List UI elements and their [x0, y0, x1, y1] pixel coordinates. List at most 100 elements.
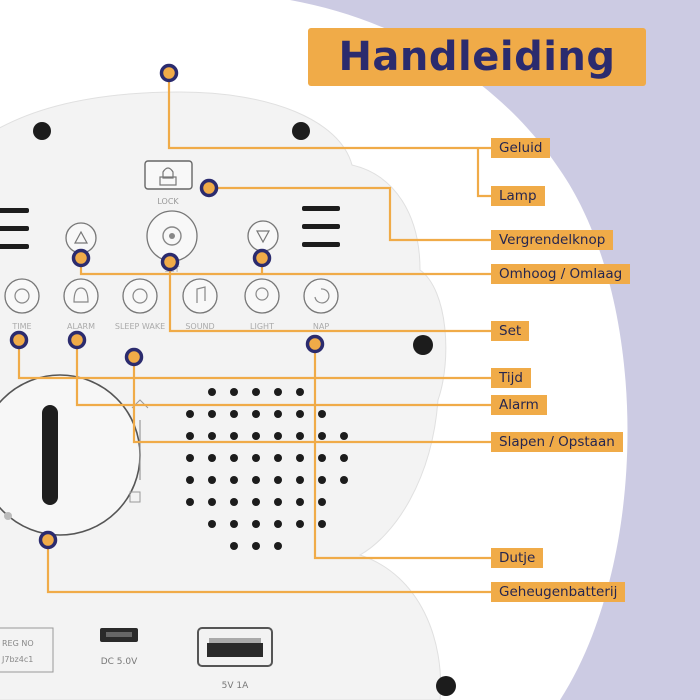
speaker-hole: [318, 498, 326, 506]
time-label: TIME: [11, 322, 31, 331]
speaker-hole: [230, 498, 238, 506]
leader-geheugenbatterij: [46, 540, 491, 594]
up-arrow-icon: [73, 230, 89, 244]
marker-geheugenbatterij: [38, 530, 58, 550]
vent-lines-left: [0, 208, 29, 249]
speaker-hole: [208, 454, 216, 462]
speaker-hole: [296, 520, 304, 528]
down-button[interactable]: [247, 220, 279, 252]
speaker-hole: [252, 542, 260, 550]
speaker-hole: [274, 432, 282, 440]
leader-alarm: [75, 340, 491, 407]
screw-hole: [292, 122, 310, 140]
sound-button[interactable]: [182, 278, 218, 314]
speaker-hole: [252, 476, 260, 484]
screw-holes: [33, 122, 456, 696]
title-banner: Handleiding: [308, 28, 646, 86]
port-area: [100, 627, 273, 667]
speaker-hole: [208, 476, 216, 484]
label-vergrendelknop: Vergrendelknop: [491, 230, 614, 250]
speaker-hole: [274, 454, 282, 462]
marker-omlaag: [252, 248, 272, 268]
alarm-button[interactable]: [63, 278, 99, 314]
speaker-hole: [318, 520, 326, 528]
up-button[interactable]: [65, 222, 97, 254]
model-line-2: J7bz4c1: [1, 655, 33, 664]
battery-compartment: [0, 374, 149, 536]
gear-icon: [162, 226, 182, 246]
speaker-hole: [230, 388, 238, 396]
speaker-hole: [208, 410, 216, 418]
bell-icon: [73, 287, 89, 303]
speaker-hole: [186, 476, 194, 484]
leader-tijd: [17, 340, 491, 380]
speaker-hole: [230, 432, 238, 440]
marker-tijd: [9, 330, 29, 350]
speaker-hole: [296, 410, 304, 418]
speaker-hole: [296, 476, 304, 484]
screw-hole: [33, 122, 51, 140]
speaker-hole: [186, 432, 194, 440]
marker-slapen-opstaan: [124, 347, 144, 367]
speaker-hole: [252, 432, 260, 440]
speaker-hole: [274, 476, 282, 484]
speaker-hole: [274, 542, 282, 550]
speaker-hole: [230, 542, 238, 550]
marker-alarm: [67, 330, 87, 350]
speaker-hole: [318, 410, 326, 418]
speaker-hole: [252, 454, 260, 462]
speaker-hole: [186, 410, 194, 418]
speaker-hole: [230, 410, 238, 418]
speaker-hole: [274, 388, 282, 396]
music-note-icon: [196, 286, 206, 303]
model-plate: [0, 627, 54, 673]
speaker-hole: [208, 498, 216, 506]
alarm-label: ALARM: [67, 322, 95, 331]
speaker-hole: [318, 432, 326, 440]
nap-icon: [314, 288, 330, 304]
speaker-hole: [252, 520, 260, 528]
label-tijd: Tijd: [491, 368, 531, 388]
marker-set: [160, 252, 180, 272]
label-omhoog-omlaag: Omhoog / Omlaag: [491, 264, 631, 284]
marker-dutje: [305, 334, 325, 354]
sound-label: SOUND: [185, 322, 214, 331]
speaker-hole: [230, 476, 238, 484]
lock-label: LOCK: [157, 197, 179, 206]
speaker-hole: [252, 498, 260, 506]
dc-port-label: DC 5.0V: [101, 657, 138, 667]
leader-vergrendelknop: [209, 186, 491, 242]
speaker-hole: [252, 410, 260, 418]
background-curve: [290, 0, 700, 700]
light-bulb-icon: [255, 287, 269, 301]
light-button[interactable]: [244, 278, 280, 314]
speaker-hole: [340, 454, 348, 462]
label-alarm: Alarm: [491, 395, 547, 415]
speaker-hole: [296, 498, 304, 506]
speaker-hole: [186, 454, 194, 462]
speaker-hole: [230, 520, 238, 528]
sleep-wake-button[interactable]: [122, 278, 158, 314]
marker-geluid: [159, 63, 179, 83]
label-geheugenbatterij: Geheugenbatterij: [491, 582, 626, 602]
speaker-hole: [296, 454, 304, 462]
lock-switch[interactable]: [144, 160, 193, 190]
leader-set: [168, 262, 491, 333]
marker-omhoog: [71, 248, 91, 268]
speaker-hole: [208, 388, 216, 396]
screw-hole: [436, 676, 456, 696]
unlock-icon: [129, 491, 141, 503]
leader-geluid: [167, 73, 491, 150]
battery-slot: [42, 405, 58, 505]
speaker-hole: [208, 520, 216, 528]
nap-button[interactable]: [303, 278, 339, 314]
clock-icon: [14, 288, 30, 304]
label-lamp: Lamp: [491, 186, 545, 206]
leader-dutje: [313, 344, 491, 560]
speaker-hole: [318, 454, 326, 462]
time-button[interactable]: [4, 278, 40, 314]
leader-slapen-opstaan: [132, 357, 491, 444]
sun-moon-icon: [132, 288, 148, 304]
